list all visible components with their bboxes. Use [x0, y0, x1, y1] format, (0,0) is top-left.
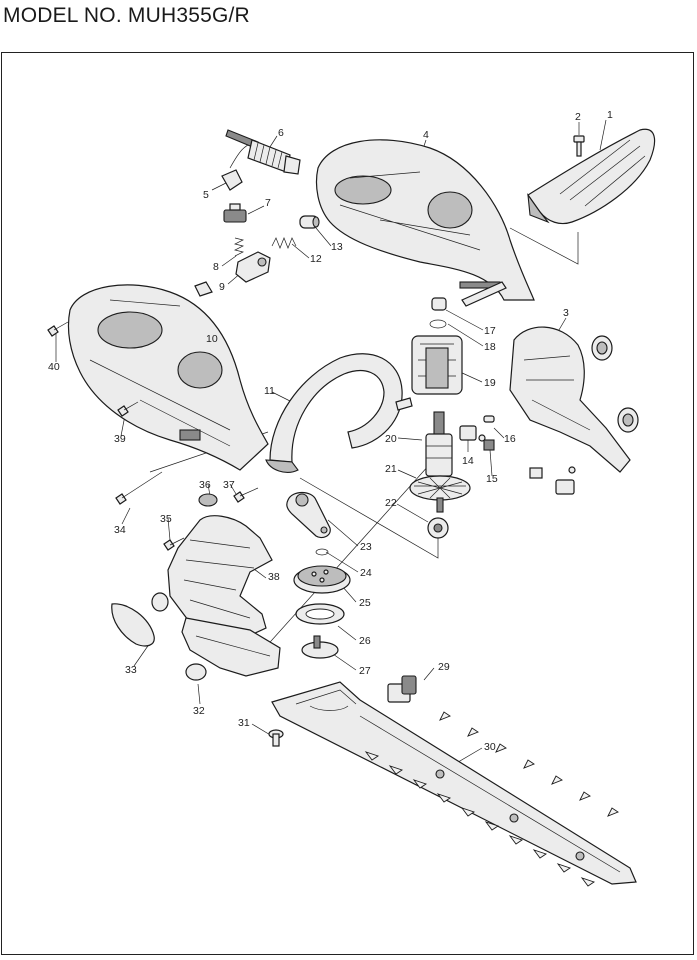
callout-17: 17 — [484, 325, 496, 337]
part-2-screw — [573, 135, 585, 157]
callout-30: 30 — [484, 741, 496, 753]
part-10-housing-left — [67, 284, 269, 471]
callout-18: 18 — [484, 341, 496, 353]
callout-27: 27 — [359, 665, 371, 677]
part-1-guard-cover — [527, 128, 656, 225]
callout-32: 32 — [193, 705, 205, 717]
callout-29: 29 — [438, 661, 450, 673]
part-32-foot — [185, 663, 207, 681]
part-33-guard-piece — [111, 592, 169, 647]
part-5-switch-insert — [221, 141, 255, 191]
callout-labels: 1 2 3 4 5 6 7 8 9 10 11 12 13 14 15 16 1… — [48, 109, 613, 753]
callout-37: 37 — [223, 479, 235, 491]
part-37-screw — [233, 487, 259, 503]
part-27-eccentric-plate — [301, 635, 339, 659]
part-29-block — [387, 675, 417, 703]
callout-5: 5 — [203, 189, 209, 201]
part-16-brush-cap — [483, 415, 495, 423]
part-39-screw — [117, 401, 139, 417]
callout-39: 39 — [114, 433, 126, 445]
callout-4: 4 — [423, 129, 429, 141]
part-36-nut — [198, 493, 218, 507]
part-22-bearing — [427, 517, 449, 539]
part-26-thrust-washer — [295, 603, 345, 625]
part-14-brush-holder — [459, 425, 477, 441]
part-8-spring — [233, 237, 245, 257]
callout-21: 21 — [385, 463, 397, 475]
callout-12: 12 — [310, 253, 322, 265]
part-7-switch — [223, 203, 247, 223]
callout-1: 1 — [607, 109, 613, 121]
callout-8: 8 — [213, 261, 219, 273]
part-20-armature — [425, 411, 453, 477]
callout-25: 25 — [359, 597, 371, 609]
part-15-carbon-brush — [478, 434, 495, 451]
callout-14: 14 — [462, 455, 474, 467]
callout-11: 11 — [264, 385, 275, 397]
part-18-o-ring — [429, 319, 447, 329]
part-19-field — [395, 335, 463, 411]
part-31-screw — [268, 729, 284, 747]
part-24-washer — [315, 548, 329, 556]
callout-9: 9 — [219, 281, 225, 293]
callout-23: 23 — [360, 541, 372, 553]
callout-13: 13 — [331, 241, 343, 253]
callout-19: 19 — [484, 377, 496, 389]
part-38-gear-housing — [167, 515, 273, 641]
callout-16: 16 — [504, 433, 516, 445]
callout-2: 2 — [575, 111, 581, 123]
callout-31: 31 — [238, 717, 250, 729]
callout-7: 7 — [265, 197, 271, 209]
part-30-blade — [271, 681, 637, 887]
support-rod — [461, 281, 507, 307]
part-25-gear — [293, 565, 351, 594]
part-35-screw — [163, 537, 185, 551]
diagram-frame — [1, 52, 694, 955]
callout-10: 10 — [206, 333, 218, 345]
callout-6: 6 — [278, 127, 284, 139]
part-21-fan — [409, 475, 471, 513]
part-6-cord — [225, 129, 301, 175]
part-9-lever — [194, 251, 271, 297]
callout-3: 3 — [563, 307, 569, 319]
callout-26: 26 — [359, 635, 371, 647]
callout-20: 20 — [385, 433, 397, 445]
part-3-rear-cover — [509, 326, 639, 495]
part-11-front-handle — [265, 353, 403, 473]
part-32-plate-region — [181, 617, 281, 677]
callout-36: 36 — [199, 479, 211, 491]
callout-22: 22 — [385, 497, 397, 509]
part-12-spring — [271, 237, 297, 249]
part-40-screw — [47, 321, 69, 337]
callout-33: 33 — [125, 664, 137, 676]
blade-teeth — [364, 711, 619, 887]
callout-34: 34 — [114, 524, 126, 536]
callout-24: 24 — [360, 567, 372, 579]
part-13-pin — [299, 215, 320, 229]
model-title: MODEL NO. MUH355G/R — [3, 4, 250, 27]
part-4-housing-right — [315, 139, 535, 301]
callout-35: 35 — [160, 513, 172, 525]
callout-15: 15 — [486, 473, 498, 485]
callout-38: 38 — [268, 571, 280, 583]
part-17-bushing — [431, 297, 447, 311]
part-23-crank — [286, 491, 331, 539]
part-34-long-screw — [115, 471, 163, 505]
callout-40: 40 — [48, 361, 60, 373]
